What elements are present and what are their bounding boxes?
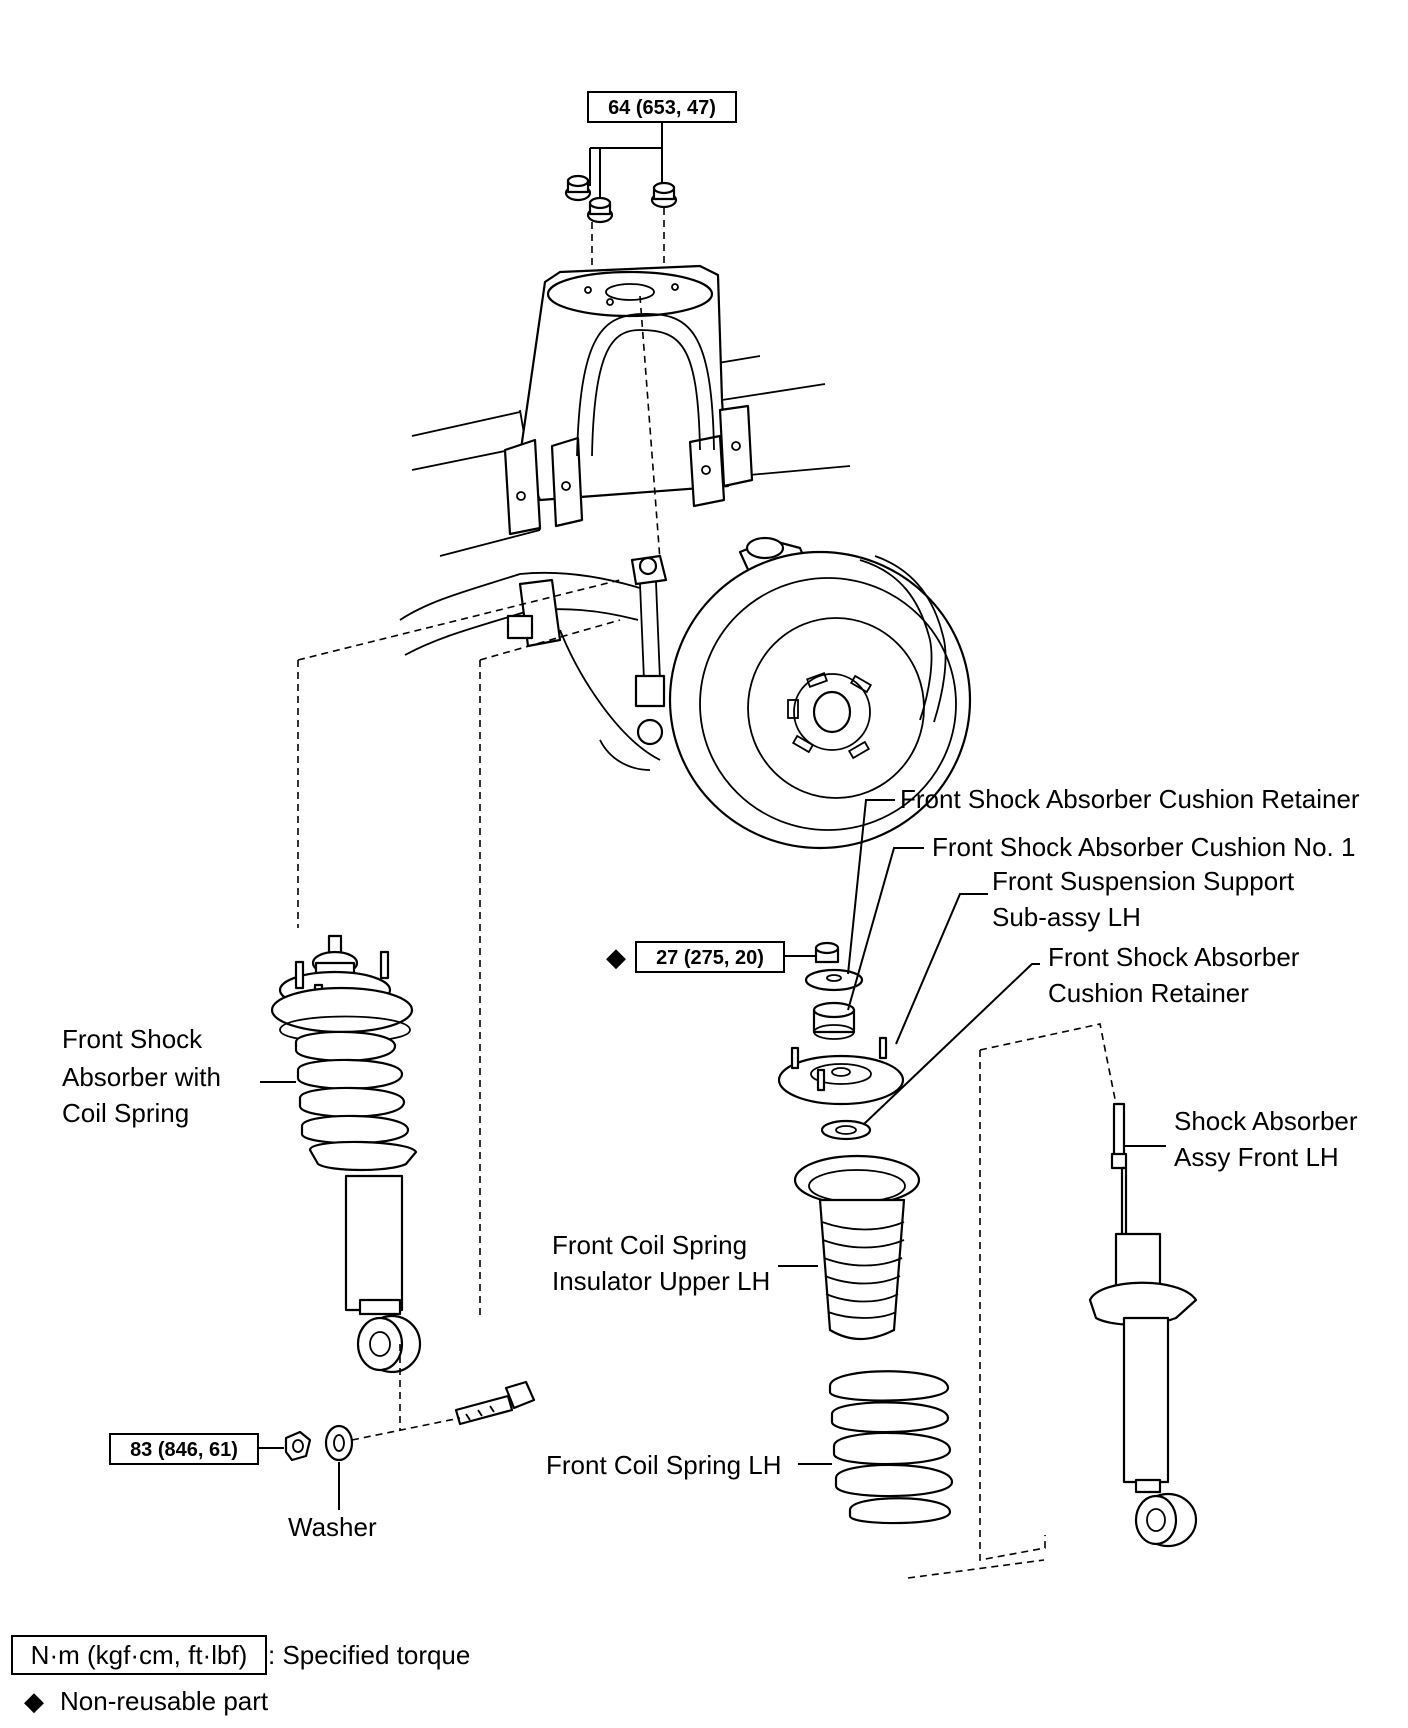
label-insulator-1: Front Coil Spring: [552, 1230, 747, 1260]
lower-nut-torque: 83 (846, 61): [130, 1439, 238, 1461]
brake-rotor-and-knuckle: [668, 536, 972, 850]
legend-torque-unit: N·m (kgf·cm, ft·lbf): [31, 1640, 248, 1670]
nut-icon: [586, 196, 614, 224]
label-shock-coil-1: Front Shock: [62, 1024, 203, 1054]
label-washer: Washer: [288, 1512, 377, 1542]
label-cushion-retainer-2: Cushion Retainer: [1048, 978, 1249, 1008]
label-shock-coil-2: Absorber with: [62, 1062, 221, 1092]
suspension-support-part: [777, 1036, 905, 1106]
washer-icon: [324, 1424, 354, 1462]
label-insulator-2: Insulator Upper LH: [552, 1266, 770, 1296]
nut-icon: [284, 1430, 312, 1462]
shock-absorber-with-coil-spring: [270, 660, 481, 1430]
frame-and-shock-tower: [411, 264, 851, 561]
shock-absorber-assy-part: [979, 1023, 1198, 1548]
label-shock-coil-3: Coil Spring: [62, 1098, 189, 1128]
cushion-no1-part: [812, 1001, 856, 1040]
label-cushion-retainer-1: Front Shock Absorber: [1048, 942, 1300, 972]
label-cushion-no1: Front Shock Absorber Cushion No. 1: [932, 832, 1355, 862]
label-cushion-retainer-top: Front Shock Absorber Cushion Retainer: [900, 784, 1360, 814]
leader-lines: [260, 799, 1166, 1465]
label-shock-assy-2: Assy Front LH: [1174, 1142, 1339, 1172]
lower-mount-hardware: [258, 1380, 536, 1510]
support-nut-torque: 27 (275, 20): [656, 947, 764, 969]
nut-icon: [564, 174, 592, 202]
legend-torque-desc: : Specified torque: [268, 1640, 470, 1670]
label-coil-spring: Front Coil Spring LH: [546, 1450, 782, 1480]
bolt-icon: [454, 1380, 536, 1426]
cushion-retainer-top-part: [804, 968, 864, 992]
support-nut: [814, 941, 840, 964]
part-labels: Front Shock Absorber Cushion Retainer Fr…: [62, 784, 1360, 1542]
legend-nonreusable-symbol: ◆: [24, 1686, 44, 1716]
upper-torque-callout: 64 (653, 47): [587, 91, 737, 208]
legend-nonreusable-desc: Non-reusable part: [60, 1686, 269, 1716]
label-shock-assy-1: Shock Absorber: [1174, 1106, 1358, 1136]
upper-mount-nuts: [564, 174, 678, 288]
cushion-retainer-lower-part: [820, 1119, 872, 1141]
nonreusable-marker: ◆: [606, 942, 626, 972]
label-suspension-support-2: Sub-assy LH: [992, 902, 1141, 932]
nut-icon: [650, 181, 678, 209]
coil-spring-part: [828, 1050, 1046, 1579]
legend: N·m (kgf·cm, ft·lbf) : Specified torque …: [11, 1635, 470, 1716]
stabilizer-and-link: [297, 554, 668, 771]
support-torque-callout: ◆ 27 (275, 20): [606, 941, 785, 973]
coil-spring-insulator-part: [793, 1154, 921, 1340]
label-suspension-support-1: Front Suspension Support: [992, 866, 1295, 896]
upper-nut-torque: 64 (653, 47): [608, 97, 716, 119]
nut-icon: [814, 941, 840, 964]
lower-torque-callout: 83 (846, 61): [109, 1433, 259, 1465]
